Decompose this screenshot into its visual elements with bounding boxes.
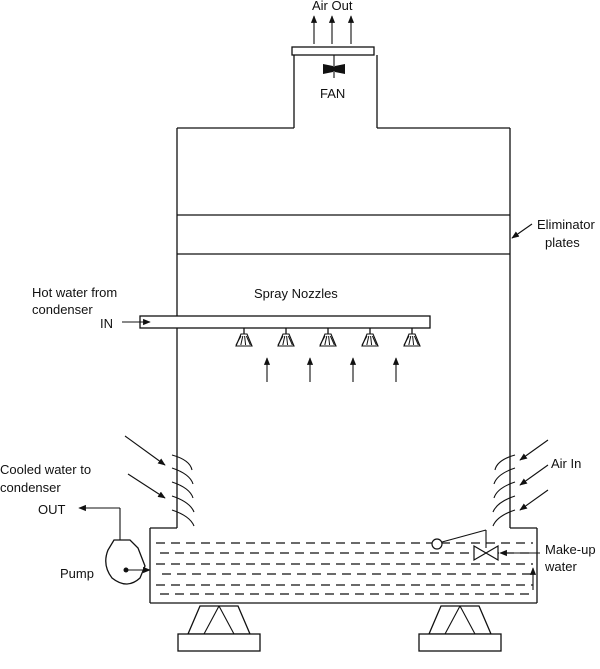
float-ball (431, 529, 487, 550)
air-in-arrows-left (124, 435, 166, 499)
hot-water-label-line1: Hot water from (32, 285, 117, 300)
cooled-water-out-label: OUT (38, 502, 66, 517)
spray-nozzle-icon (319, 328, 337, 347)
right-louvers (492, 454, 516, 527)
cooled-water-label-line2: condenser (0, 480, 61, 495)
make-up-label-line1: Make-up (545, 542, 596, 557)
eliminator-label-line2: plates (545, 235, 580, 250)
water-basin (149, 527, 538, 604)
eliminator-pointer-arrow (511, 223, 533, 239)
eliminator-plates (177, 214, 510, 255)
updraft-arrows (263, 357, 400, 382)
cooled-water-label-line1: Cooled water to (0, 462, 91, 477)
tower-lower-walls (176, 450, 511, 528)
spray-nozzle-icon (235, 328, 253, 347)
spray-nozzle-icon (277, 328, 295, 347)
eliminator-label-line1: Eliminator (537, 217, 595, 232)
hot-water-label-line2: condenser (32, 302, 93, 317)
tower-upper-body (176, 127, 511, 450)
air-in-arrows-right (519, 439, 549, 511)
fan-housing (291, 46, 378, 128)
left-support (177, 605, 261, 652)
air-in-label: Air In (551, 456, 581, 471)
spray-nozzles (235, 328, 421, 347)
spray-nozzles-label: Spray Nozzles (254, 286, 338, 301)
make-up-valve-icon (473, 544, 499, 562)
fan-icon (323, 55, 345, 78)
left-louvers (171, 454, 195, 527)
pump-label: Pump (60, 566, 94, 581)
pump-icon (105, 539, 151, 585)
spray-nozzle-icon (361, 328, 379, 347)
spray-nozzle-icon (403, 328, 421, 347)
hot-water-pipe (139, 315, 431, 329)
hot-water-in-label: IN (100, 316, 113, 331)
right-support (418, 605, 502, 652)
air-out-label: Air Out (312, 0, 353, 13)
air-out-arrows (310, 15, 355, 44)
water-level-dashes (156, 542, 533, 595)
make-up-label-line2: water (544, 559, 577, 574)
fan-label: FAN (320, 86, 345, 101)
